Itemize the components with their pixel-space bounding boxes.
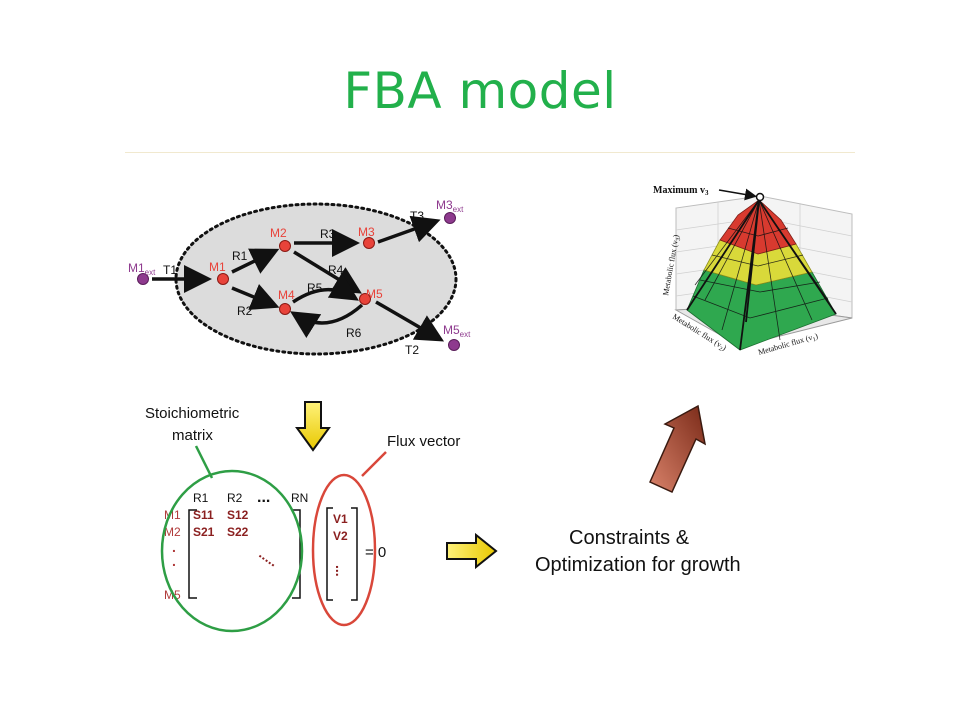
cell-s22: S22 [227,525,249,539]
stoichiometric-matrix-circle [160,469,304,633]
col-header-ellipsis: ... [257,489,270,506]
label-r4: R4 [328,263,344,277]
label-m3: M3 [358,225,375,239]
title-divider [125,152,855,153]
col-header-r2: R2 [227,491,243,505]
label-r6: R6 [346,326,362,340]
metabolic-network: M1ext M1 M2 M3 M4 M5 M3ext M5ext T1 R1 R… [128,198,471,357]
node-m1-ext [137,273,149,285]
cell-s11: S11 [193,508,214,522]
optimization-line1: Constraints & [569,527,690,549]
row-header-m2: M2 [164,525,181,539]
label-r1: R1 [232,249,248,263]
down-arrow [295,401,331,452]
label-r5: R5 [307,281,323,295]
label-t1: T1 [163,263,177,277]
up-right-arrow [649,404,707,493]
cell-s12: S12 [227,508,249,522]
flux-vector-label: Flux vector [387,433,460,450]
node-m3-ext [444,212,456,224]
label-m5-ext: M5ext [443,323,471,339]
label-m1-ext: M1ext [128,261,156,277]
vector-v1: V1 [333,512,348,526]
slide-title: FBA model [343,62,617,120]
arrow-r5 [292,273,359,304]
stoichiometric-label-line2: matrix [172,427,213,444]
flux-vector-circle [311,473,377,627]
flux-cone-plot: Maximum v3 Metabolic flux (v3) Metabolic… [636,182,856,374]
row-header-dot-2: . [172,553,176,569]
stoichiometric-pointer [194,445,214,479]
label-m5: M5 [366,287,383,301]
optimization-line2: Optimization for growth [535,554,741,576]
arrow-t3 [377,215,441,244]
label-r3: R3 [320,227,336,241]
node-m5-ext [448,339,460,351]
label-t2: T2 [405,343,419,357]
row-header-dot-1: . [172,539,176,555]
label-m4: M4 [278,288,295,302]
vector-v2: V2 [333,529,348,543]
node-m2 [279,240,291,252]
arrow-t2 [375,300,445,342]
col-header-r1: R1 [193,491,209,505]
node-m4 [279,303,291,315]
arrow-r1 [231,248,280,274]
pyramid-edges [686,199,837,351]
cell-s21: S21 [193,525,215,539]
stoichiometric-label-line1: Stoichiometric [145,405,240,422]
node-m3 [363,237,375,249]
arrow-r2 [231,284,280,310]
label-m1: M1 [209,260,226,274]
col-header-rn: RN [291,491,308,505]
stoichiometric-section: Stoichiometric matrix Flux vector R1 R2 … [145,405,460,633]
maximum-pointer [718,188,757,201]
matrix-bracket-right [292,509,301,599]
label-m3-ext: M3ext [436,198,464,214]
label-t3: T3 [410,209,424,223]
flux-pointer [361,451,387,477]
node-m5 [359,293,371,305]
vector-bracket-right [351,507,358,601]
maximum-point [755,192,765,202]
vector-bracket-left [326,507,333,601]
label-m2: M2 [270,226,287,240]
vector-dots: ... [333,565,349,577]
matrix-bracket-left [188,509,197,599]
arrow-r6 [290,303,364,338]
maximum-label: Maximum v3 [653,185,709,197]
right-arrow [446,532,498,570]
cell-diagonal-dots: ..... [256,545,281,569]
node-m1 [217,273,229,285]
label-r2: R2 [237,304,253,318]
